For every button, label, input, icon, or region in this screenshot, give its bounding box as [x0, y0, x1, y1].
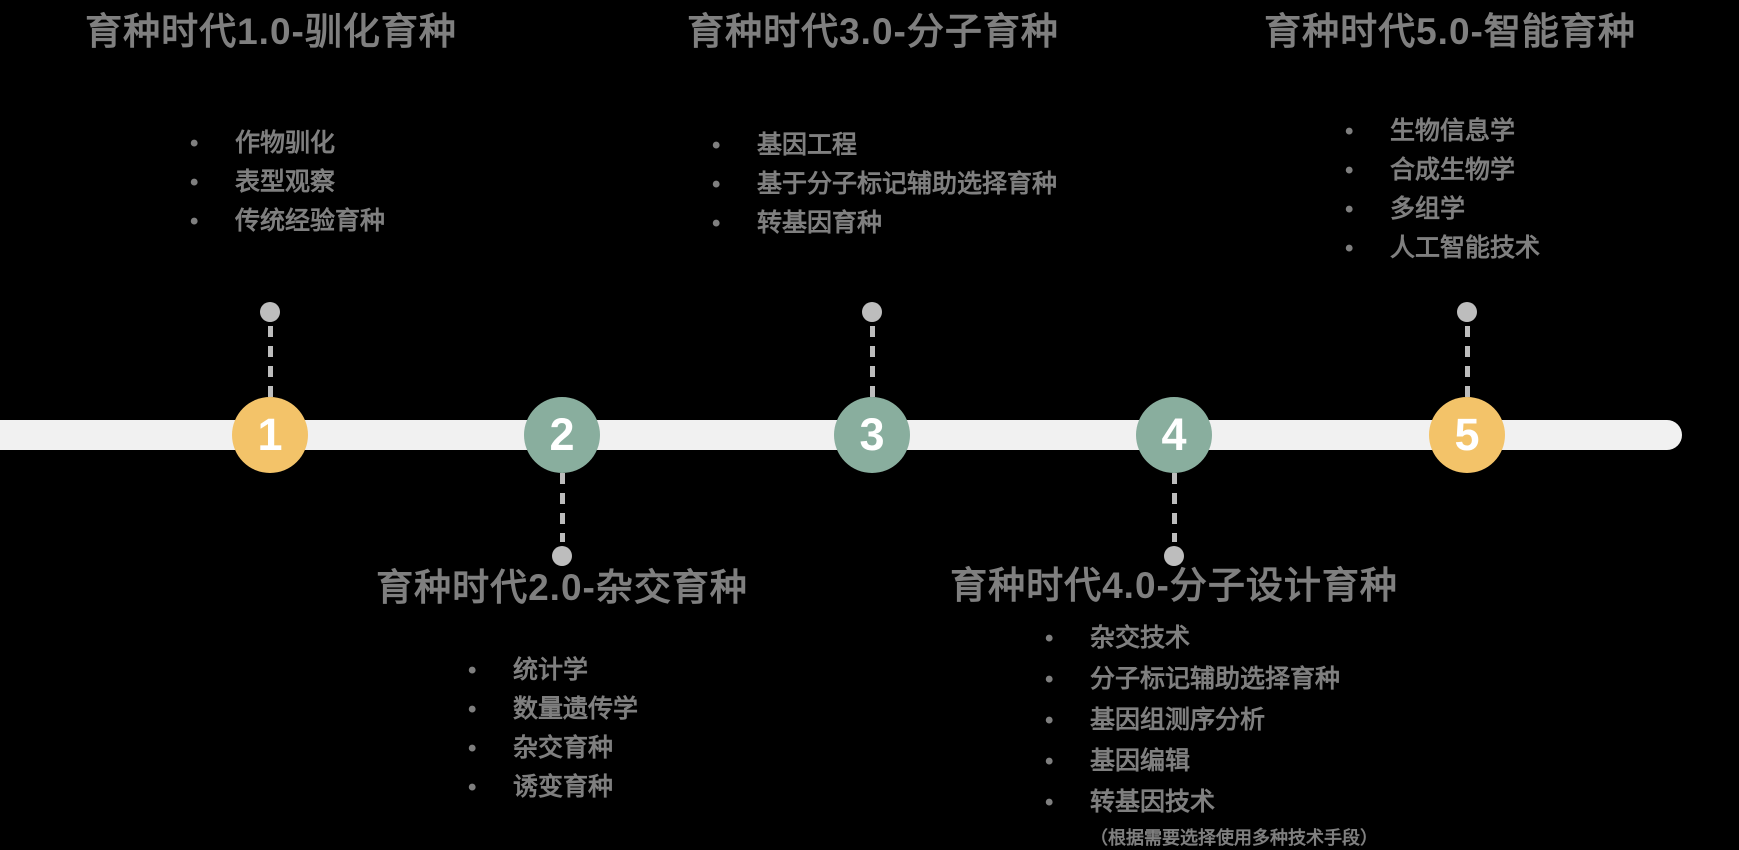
bullet-item: 转基因育种: [712, 204, 1057, 243]
era-1-number: 1: [257, 408, 283, 460]
era-5-connector: [1457, 302, 1477, 397]
era-4-title: 育种时代4.0-分子设计育种: [950, 565, 1398, 606]
era-3-title: 育种时代3.0-分子育种: [687, 11, 1059, 52]
bullet-item: 多组学: [1345, 190, 1540, 229]
bullet-item: 分子标记辅助选择育种: [1045, 659, 1378, 700]
bullet-item: 转基因技术: [1045, 782, 1378, 823]
era-2-number: 2: [549, 408, 575, 460]
era-5-marker: 5: [1429, 397, 1505, 473]
era-4-connector: [1164, 473, 1184, 566]
era-1-connector: [260, 302, 280, 397]
bullet-item: 基因编辑: [1045, 741, 1378, 782]
bullet-item: 基因组测序分析: [1045, 700, 1378, 741]
era-5-bullet-list: 生物信息学 合成生物学 多组学 人工智能技术: [1345, 112, 1540, 268]
era-2-connector: [552, 473, 572, 566]
connector-dot: [1457, 302, 1477, 322]
era-3-number: 3: [859, 408, 885, 460]
bullet-item: 诱变育种: [468, 768, 638, 807]
bullet-item: 生物信息学: [1345, 112, 1540, 151]
bullet-item: 杂交育种: [468, 729, 638, 768]
connector-dot: [260, 302, 280, 322]
era-3-connector: [862, 302, 882, 397]
era-5-number: 5: [1454, 408, 1480, 460]
era-4-bullet-list: 杂交技术 分子标记辅助选择育种 基因组测序分析 基因编辑 转基因技术 （根据需要…: [1045, 618, 1378, 850]
bullet-item: 统计学: [468, 651, 638, 690]
bullet-item: 杂交技术: [1045, 618, 1378, 659]
era-1-marker: 1: [232, 397, 308, 473]
bullet-item: 传统经验育种: [190, 202, 385, 241]
era-2-bullet-list: 统计学 数量遗传学 杂交育种 诱变育种: [468, 651, 638, 807]
era-1-title: 育种时代1.0-驯化育种: [85, 11, 457, 52]
connector-dot: [862, 302, 882, 322]
connector-dashed-line: [869, 326, 875, 397]
bullet-item: 数量遗传学: [468, 690, 638, 729]
connector-dashed-line: [267, 326, 273, 397]
bullet-item: 人工智能技术: [1345, 229, 1540, 268]
bullet-item: 基于分子标记辅助选择育种: [712, 165, 1057, 204]
bullet-item: 合成生物学: [1345, 151, 1540, 190]
connector-dashed-line: [1171, 473, 1177, 542]
bullet-item: 表型观察: [190, 163, 385, 202]
connector-dashed-line: [559, 473, 565, 542]
era-3-bullet-list: 基因工程 基于分子标记辅助选择育种 转基因育种: [712, 126, 1057, 243]
era-4-number: 4: [1161, 408, 1187, 460]
era-4-marker: 4: [1136, 397, 1212, 473]
era-3-marker: 3: [834, 397, 910, 473]
connector-dot: [552, 546, 572, 566]
bullet-item: 作物驯化: [190, 124, 385, 163]
era-1-bullet-list: 作物驯化 表型观察 传统经验育种: [190, 124, 385, 241]
bullet-note: （根据需要选择使用多种技术手段）: [1090, 828, 1378, 848]
era-5-title: 育种时代5.0-智能育种: [1264, 11, 1636, 52]
connector-dashed-line: [1464, 326, 1470, 397]
era-2-marker: 2: [524, 397, 600, 473]
bullet-item: 基因工程: [712, 126, 1057, 165]
era-2-title: 育种时代2.0-杂交育种: [376, 567, 748, 608]
connector-dot: [1164, 546, 1184, 566]
